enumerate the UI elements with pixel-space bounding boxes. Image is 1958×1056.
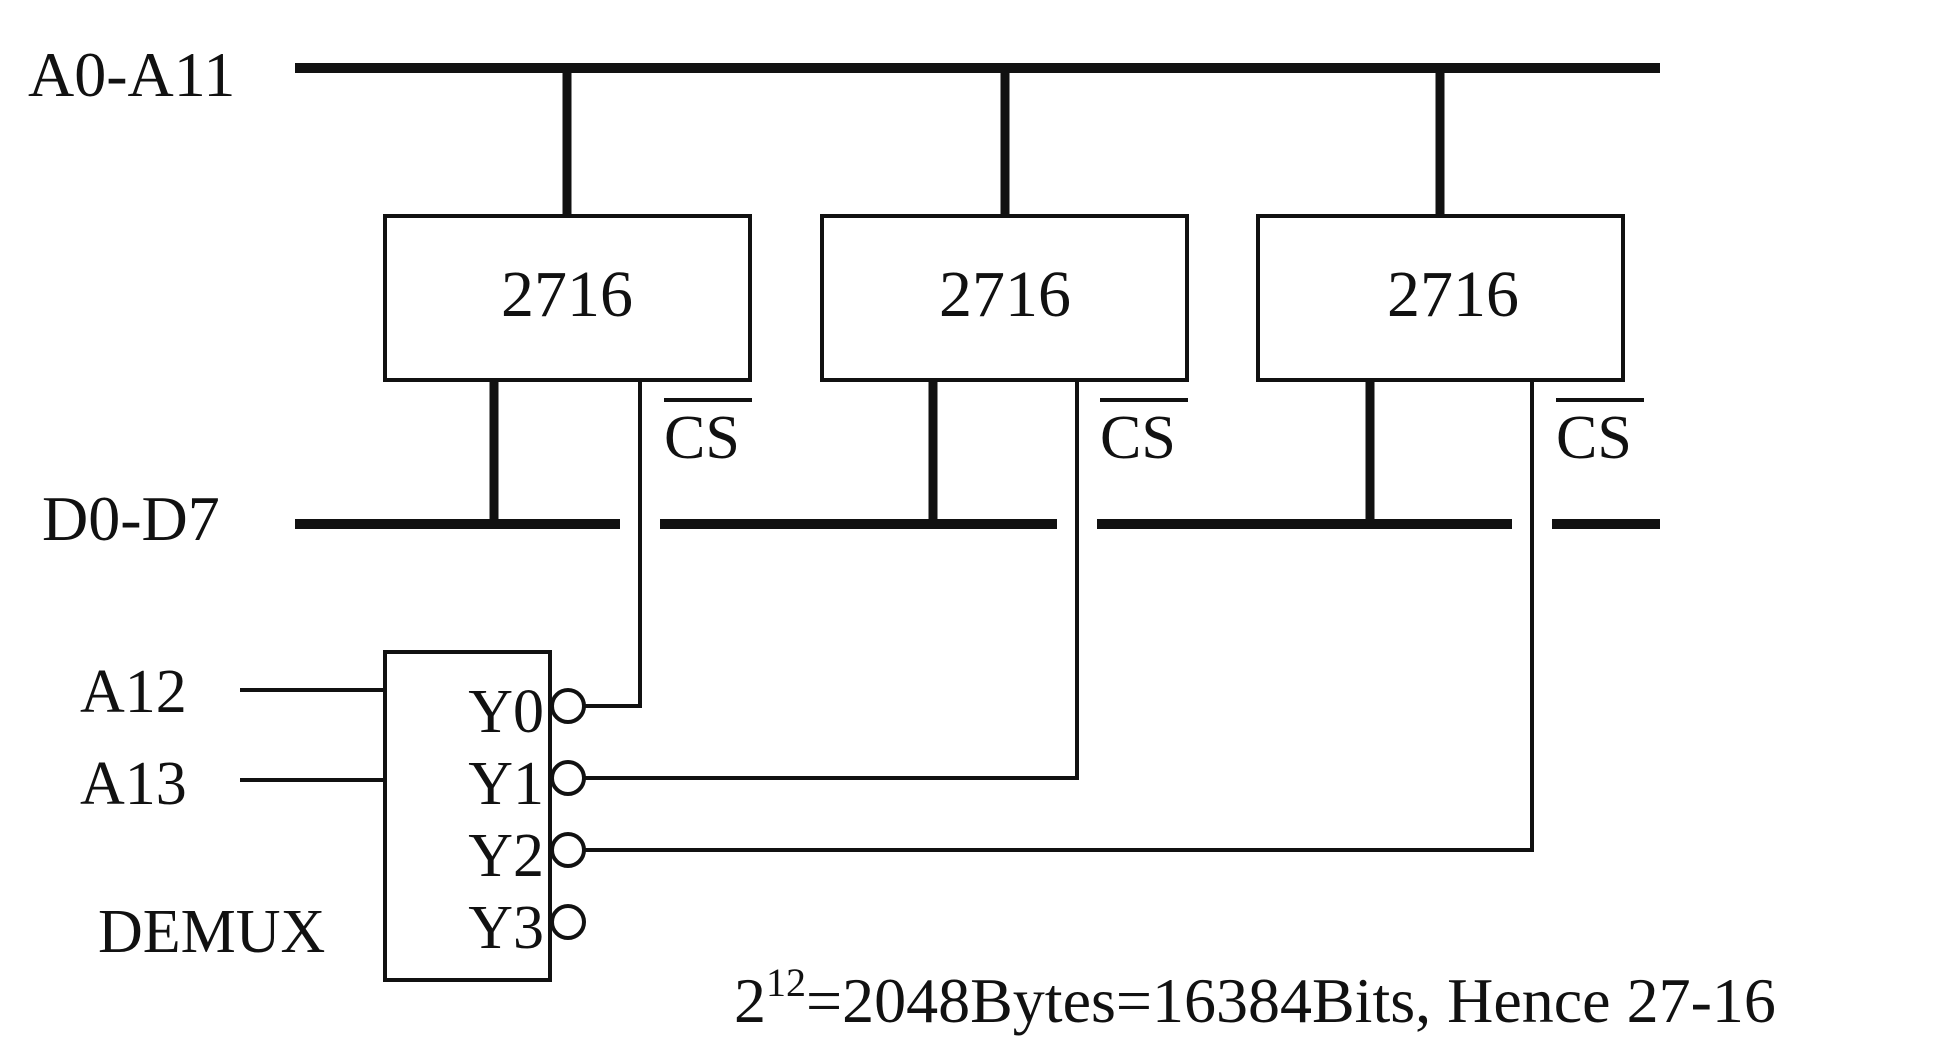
demux-input-a13-label: A13 (80, 750, 187, 818)
demux-label: DEMUX (98, 898, 325, 966)
cs-wire-y2-to-chip-3 (584, 380, 1534, 852)
cs-text-2: CS (1100, 404, 1176, 472)
y1-inversion-bubble (550, 760, 586, 796)
memory-chip-2: 2716 (820, 214, 1189, 382)
data-bus-label: D0-D7 (42, 483, 220, 554)
note-base: 2 (734, 965, 766, 1036)
demux-block: Y0 Y1 Y2 Y3 (383, 650, 586, 982)
cs-label-chip-3: CS (1556, 398, 1644, 472)
note-exponent: 12 (766, 960, 806, 1005)
demux-output-y2: Y2 (468, 822, 544, 890)
chip-3-label: 2716 (1387, 258, 1519, 331)
chip-3-box (1256, 214, 1625, 382)
capacity-note: 212=2048Bytes=16384Bits, Hence 27-16 (734, 960, 1776, 1036)
demux-output-y3: Y3 (468, 894, 544, 962)
chip-2-box (820, 214, 1189, 382)
demux-output-y1: Y1 (468, 750, 544, 818)
y2-inversion-bubble (550, 832, 586, 868)
chip-2-label: 2716 (939, 258, 1071, 331)
memory-chip-3: 2716 (1256, 214, 1625, 382)
note-text: =2048Bytes=16384Bits, Hence 27-16 (806, 965, 1776, 1036)
address-bus-label: A0-A11 (28, 39, 235, 110)
demux-input-a12-label: A12 (80, 658, 187, 726)
demux-output-y0: Y0 (468, 678, 544, 746)
y3-inversion-bubble (550, 904, 586, 940)
cs-wire-y1-to-chip-2 (584, 380, 1079, 780)
chip-1-label: 2716 (501, 258, 633, 331)
cs-text-1: CS (664, 404, 740, 472)
cs-text-3: CS (1556, 404, 1632, 472)
memory-chip-1: 2716 (383, 214, 752, 382)
cs-label-chip-2: CS (1100, 398, 1188, 472)
y0-inversion-bubble (550, 688, 586, 724)
demux-box (383, 650, 552, 982)
chip-1-box (383, 214, 752, 382)
cs-label-chip-1: CS (664, 398, 752, 472)
cs-wire-y0-to-chip-1 (584, 380, 642, 708)
